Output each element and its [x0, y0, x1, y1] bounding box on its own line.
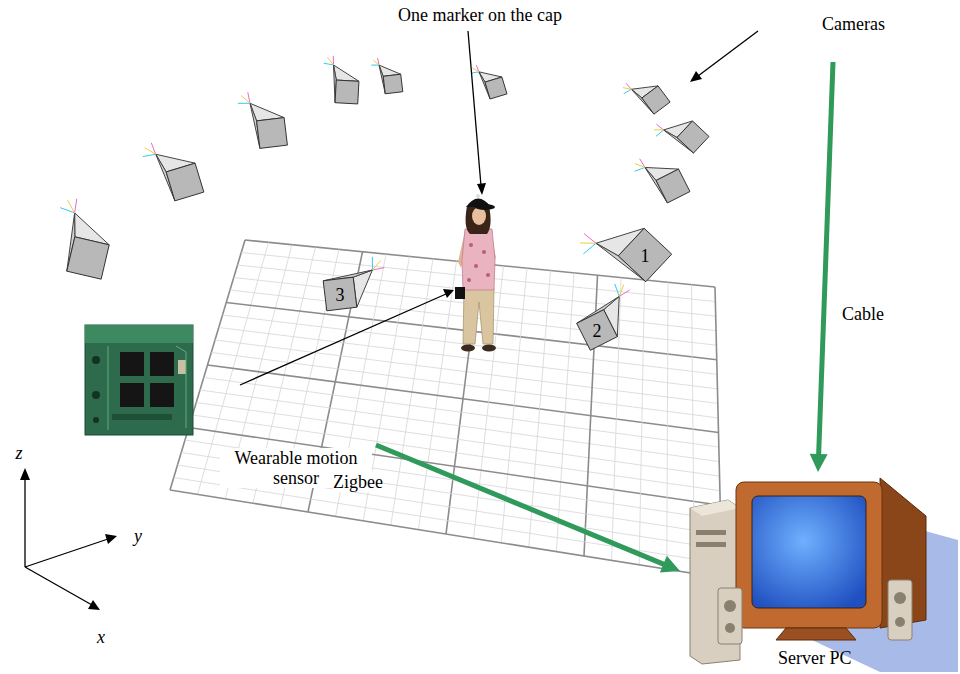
cameras [41, 54, 711, 351]
axis-label: y [131, 526, 145, 546]
floor-grid [170, 240, 722, 578]
arrow-head [810, 454, 828, 472]
axis-label: x [94, 627, 108, 647]
sensor-board-part [178, 360, 186, 374]
sensor-board-part [112, 414, 172, 420]
sensor-board-part [108, 346, 186, 430]
cameras-part [650, 103, 711, 164]
cameras-part [574, 199, 675, 301]
cameras-part [568, 280, 644, 352]
server-computer-part [752, 496, 866, 608]
person-figure-part [482, 345, 496, 352]
server-computer-part [895, 617, 905, 627]
sensor-board-part [85, 325, 193, 435]
person-figure-part [486, 273, 490, 277]
server-computer-part [736, 482, 882, 628]
server-computer-part [696, 542, 726, 547]
person-figure-part [461, 345, 475, 352]
sensor-board-part [120, 383, 144, 407]
camera-number: 1 [639, 246, 651, 266]
person-figure-part [466, 206, 491, 234]
sensor-node: Wearable motion sensor [80, 320, 376, 492]
server-computer [690, 478, 958, 672]
leader-lines-part [468, 31, 481, 186]
cameras-part [238, 92, 288, 148]
floor [170, 240, 722, 578]
camera-number: 3 [334, 285, 346, 305]
axes [20, 468, 117, 610]
person-figure-part [475, 204, 495, 210]
cameras-part [141, 135, 205, 205]
sensor-board-part [120, 352, 144, 376]
cameras-part [470, 61, 507, 102]
grid-minor-line [174, 478, 722, 564]
person-figure-part [462, 229, 495, 290]
connector-line [376, 445, 665, 565]
server-computer-part [690, 500, 740, 516]
person-figure-part [476, 194, 480, 198]
connector [810, 62, 833, 472]
sensor-board-part [150, 383, 174, 407]
server-computer-part [888, 580, 912, 640]
connector-line [819, 62, 833, 456]
sensor-board-part [150, 352, 174, 376]
person-figure-part [474, 264, 478, 268]
person-figure [455, 194, 496, 352]
leader-lines-part [443, 289, 454, 298]
person-figure-part [463, 288, 494, 344]
callout-text: One marker on the cap [300, 5, 660, 25]
axes-part [105, 534, 117, 544]
sensor-board-part [93, 417, 99, 423]
server-pc-node: Server PC [680, 472, 958, 670]
edge-label: Zigbee [333, 472, 383, 492]
server-computer-part [894, 592, 906, 604]
cameras-part [323, 257, 384, 311]
node-label: Cameras [822, 14, 908, 34]
leader-lines-part [690, 71, 702, 82]
axes-part [88, 600, 100, 610]
cameras-part [620, 69, 672, 122]
cameras-part [317, 54, 365, 106]
axis-label: z [12, 443, 26, 463]
leader-lines-part [240, 294, 446, 385]
node-label: Server PC [778, 648, 874, 668]
server-computer-part [718, 588, 742, 644]
cameras-part [41, 194, 125, 283]
arrow-head [660, 556, 680, 573]
grid-major-line [170, 490, 722, 578]
leader-lines [240, 31, 758, 385]
cameras-part [631, 146, 691, 209]
person-figure-part [469, 243, 473, 247]
leader-lines-part [477, 183, 486, 195]
server-computer-part [724, 600, 736, 612]
axes-part [25, 567, 92, 605]
server-computer-part [696, 530, 726, 535]
sensor-board-part [92, 356, 100, 364]
camera-group-label: Cameras [816, 12, 914, 62]
connector [376, 445, 680, 572]
person-figure-part [455, 287, 465, 299]
axes-part [24, 478, 25, 567]
sensor-board-part [92, 391, 100, 399]
axes-part [20, 468, 30, 480]
cameras-part [371, 58, 403, 94]
server-computer-part [776, 628, 856, 640]
person-figure-part [482, 250, 486, 254]
sensor-board-part [85, 325, 193, 343]
grid-minor-line [667, 282, 668, 569]
camera-number: 2 [591, 321, 603, 341]
sensor-board [85, 325, 193, 435]
axes-part [25, 539, 108, 567]
leader-lines-part [698, 31, 758, 76]
person-figure-part [467, 278, 471, 282]
server-computer-part [725, 623, 735, 633]
edge-label: Cable [842, 304, 884, 324]
